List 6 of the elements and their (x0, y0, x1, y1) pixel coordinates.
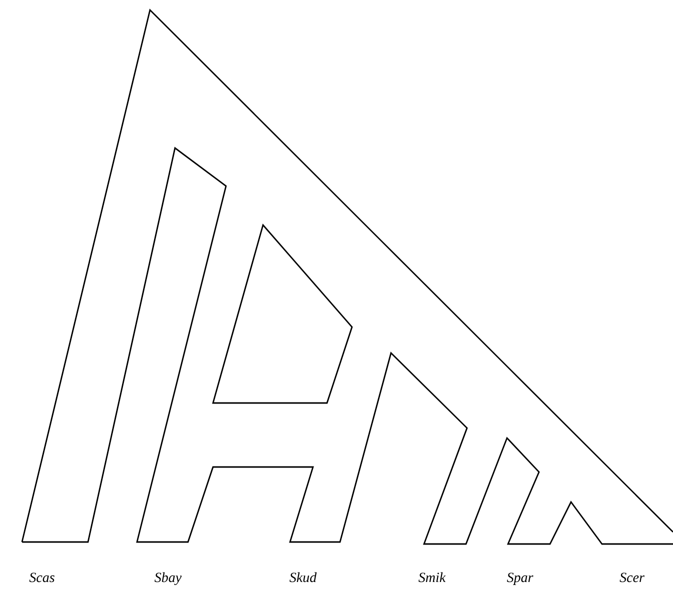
species-label: Spar (506, 572, 534, 585)
species-label: Smik (418, 572, 446, 582)
species-label: Skud (290, 572, 317, 582)
species-label: Scer (620, 572, 644, 582)
species-label: Scas (29, 572, 54, 582)
species-label: Sbay (154, 572, 182, 586)
